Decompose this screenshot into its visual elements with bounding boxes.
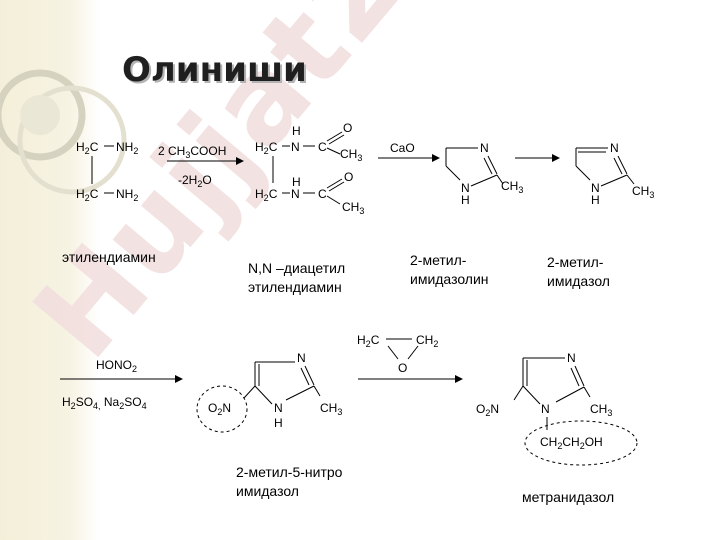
diacetyl-structure: H H2C N C O CH3 H H2C N C O CH3: [255, 121, 364, 216]
svg-text:CH3: CH3: [320, 401, 342, 417]
svg-text:N: N: [480, 141, 489, 155]
label-methylimidazole: 2-метил- имидазол: [547, 254, 610, 289]
svg-text:O2N: O2N: [476, 402, 499, 418]
step2-arrow: CaO: [378, 141, 440, 162]
svg-text:C: C: [318, 187, 327, 201]
svg-text:N: N: [591, 181, 600, 195]
svg-text:H: H: [292, 124, 301, 138]
slide-title: Олиниши: [122, 50, 307, 90]
nitroimidazole-structure: N N H CH3 O2N: [196, 351, 342, 433]
svg-text:H2C: H2C: [76, 140, 99, 156]
svg-text:N: N: [274, 401, 283, 415]
svg-text:O: O: [344, 170, 353, 184]
svg-text:CH2: CH2: [416, 333, 438, 349]
svg-text:H: H: [274, 416, 283, 430]
svg-text:CH3: CH3: [340, 147, 362, 163]
svg-text:NH2: NH2: [116, 140, 138, 156]
decorative-rings: [0, 69, 127, 195]
svg-text:N: N: [567, 351, 576, 365]
svg-text:H: H: [461, 193, 470, 207]
label-methylimidazoline: 2-метил- имидазолин: [410, 252, 489, 287]
svg-text:NH2: NH2: [116, 187, 138, 203]
metronidazole-structure: N N CH3 O2N CH2CH2OH: [476, 351, 638, 466]
svg-text:O: O: [343, 121, 352, 135]
ethylene-oxide-structure: H2C CH2 O: [357, 333, 438, 375]
svg-text:N: N: [297, 351, 306, 365]
label-ethylenediamine: этилендиамин: [62, 249, 156, 265]
alkylation-arrow: [358, 375, 463, 383]
reagent-nitric-acid: HONO2: [96, 358, 137, 374]
svg-text:H2C: H2C: [76, 187, 99, 203]
reagent-cao: CaO: [390, 141, 415, 155]
svg-text:CH3: CH3: [342, 200, 364, 216]
svg-text:N: N: [291, 140, 300, 154]
reagent-sulfates: H2SO4, Na2SO4: [62, 395, 147, 411]
svg-text:H2C: H2C: [357, 333, 380, 349]
imidazole-structure: N N H CH3: [575, 141, 654, 207]
step1-arrow: 2 CH3COOH -2H2O: [158, 144, 244, 189]
svg-text:N: N: [541, 402, 550, 416]
svg-text:CH3: CH3: [501, 179, 523, 195]
ethylenediamine-structure: H2C NH2 H2C NH2: [76, 140, 138, 203]
label-metronidazole: метранидазол: [522, 489, 615, 505]
svg-text:CH3: CH3: [590, 402, 612, 418]
reagent-acetic-acid: 2 CH3COOH: [158, 144, 226, 160]
imidazoline-structure: N N H CH3: [445, 141, 523, 207]
svg-text:CH2CH2OH: CH2CH2OH: [540, 435, 603, 451]
label-diacetyl-ethylenediamine: N,N –диацетил этилендиамин: [248, 260, 346, 295]
svg-text:H: H: [591, 193, 600, 207]
svg-text:O: O: [398, 361, 407, 375]
svg-text:N: N: [610, 141, 619, 155]
aromatization-arrow: [515, 154, 560, 162]
svg-text:H: H: [292, 175, 301, 189]
nitration-arrow: HONO2 H2SO4, Na2SO4: [60, 358, 183, 411]
svg-text:N: N: [461, 181, 470, 195]
svg-text:H2C: H2C: [255, 140, 278, 156]
svg-text:N: N: [291, 187, 300, 201]
svg-text:O2N: O2N: [208, 401, 231, 417]
reagent-water-loss: -2H2O: [178, 173, 212, 189]
svg-text:CH3: CH3: [632, 184, 654, 200]
svg-text:C: C: [318, 140, 327, 154]
label-nitroimidazole: 2-метил-5-нитро имидазол: [236, 464, 343, 499]
svg-text:H2C: H2C: [255, 187, 278, 203]
